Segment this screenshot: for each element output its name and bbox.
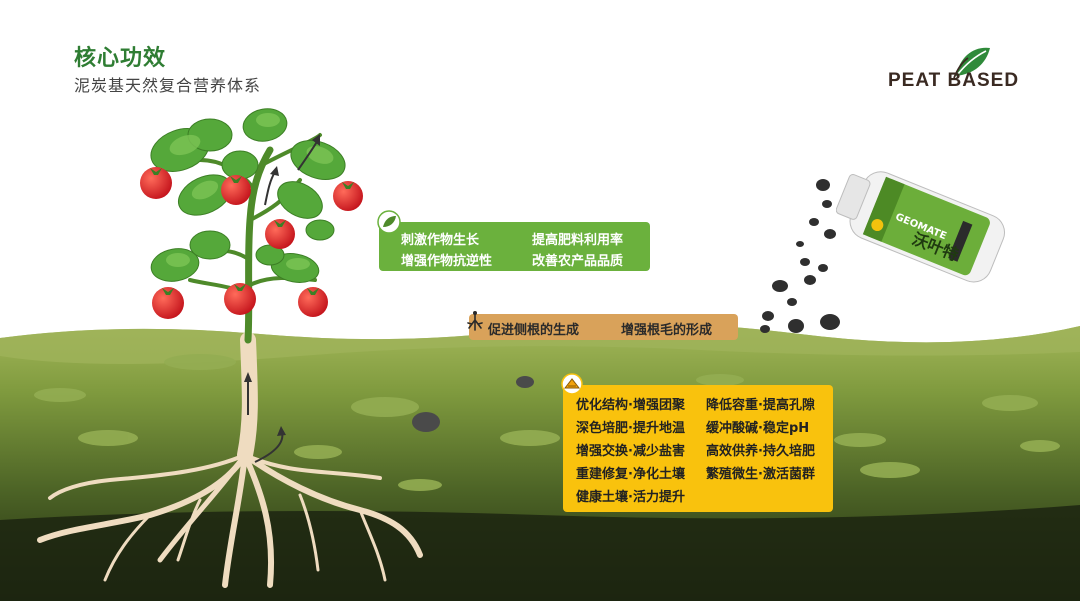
growth-item: 提高肥料利用率 [532, 233, 624, 248]
brand-logo: PEAT BASED [888, 44, 1048, 94]
growth-item: 增强作物抗逆性 [401, 254, 493, 269]
soil-stones [34, 354, 1060, 491]
plant-roots [37, 332, 423, 588]
product-bottle: GEOMATE 沃叶特 [835, 153, 1026, 293]
page-subtitle: 泥炭基天然复合营养体系 [74, 76, 262, 95]
root-item: 增强根毛的形成 [621, 323, 713, 338]
deep-soil-band [0, 505, 1080, 601]
tomatoes [140, 167, 363, 319]
soil-panel: 优化结构·增强团聚 降低容重·提高孔隙 深色培肥·提升地温 缓冲酸碱·稳定pH … [561, 373, 833, 512]
soil-item: 增强交换·减少盐害 [576, 444, 685, 459]
plant-leaves-light [166, 113, 334, 270]
root-item: 促进侧根的生成 [488, 323, 580, 338]
soil-surface-band [0, 322, 1080, 364]
page-title: 核心功效 [74, 46, 167, 71]
soil-item: 缓冲酸碱·稳定pH [706, 421, 810, 436]
leaf-icon [377, 210, 401, 234]
soil-item: 降低容重·提高孔隙 [706, 398, 815, 413]
growth-item: 改善农产品品质 [532, 254, 624, 269]
tomato-calyx [150, 168, 354, 295]
root-panel: 促进侧根的生成 增强根毛的形成 [467, 311, 738, 340]
growth-item: 刺激作物生长 [401, 233, 480, 248]
stem-up-arrow [264, 171, 276, 206]
root-icon [467, 311, 483, 331]
leaf-icon [953, 47, 990, 78]
logo-text: PEAT BASED [888, 70, 1020, 91]
soil-item: 健康土壤·活力提升 [576, 490, 685, 505]
soil-item: 繁殖微生·激活菌群 [706, 467, 815, 482]
growth-panel: 刺激作物生长 提高肥料利用率 增强作物抗逆性 改善农产品品质 [377, 210, 650, 271]
soil-item: 重建修复·净化土壤 [576, 467, 685, 482]
soil-icon [561, 373, 583, 395]
soil-item: 深色培肥·提升地温 [576, 421, 685, 436]
soil-item: 优化结构·增强团聚 [576, 398, 685, 413]
soil-item: 高效供养·持久培肥 [706, 444, 815, 459]
falling-granules [760, 179, 840, 333]
